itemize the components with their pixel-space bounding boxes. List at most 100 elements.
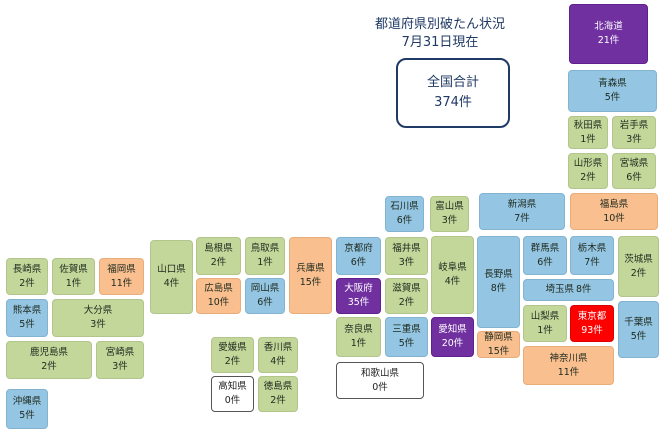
pref-name: 大阪府 [344, 283, 373, 294]
pref-name: 北海道 [594, 21, 623, 32]
pref-name: 宮城県 [619, 158, 649, 169]
pref-tokyo: 東京都 93件 [570, 305, 614, 342]
pref-count: 6件 [537, 256, 553, 268]
pref-name: 埼玉県 [545, 284, 574, 295]
pref-name: 大分県 [83, 305, 113, 316]
pref-name: 長野県 [484, 269, 513, 280]
pref-name: 愛知県 [438, 324, 467, 335]
pref-name: 岩手県 [619, 119, 649, 131]
pref-count: 7件 [584, 256, 600, 268]
pref-count: 11件 [557, 366, 580, 378]
pref-count: 4件 [270, 356, 286, 367]
pref-nagano: 長野県 8件 [477, 236, 520, 328]
pref-name: 奈良県 [344, 324, 373, 335]
pref-count: 1件 [350, 338, 367, 349]
pref-count: 1件 [580, 133, 596, 145]
national-total-box: 全国合計 374件 [396, 58, 510, 128]
pref-count: 3件 [112, 361, 128, 372]
pref-name: 高知県 [218, 381, 247, 392]
pref-name: 愛媛県 [218, 342, 247, 353]
pref-count: 3件 [398, 257, 415, 268]
pref-count: 3件 [626, 133, 642, 145]
pref-count: 0件 [224, 395, 241, 406]
pref-count: 5件 [604, 92, 621, 103]
pref-name: 熊本県 [12, 305, 42, 316]
pref-name: 沖縄県 [12, 396, 42, 407]
pref-name: 岡山県 [250, 283, 280, 294]
pref-count: 2件 [224, 356, 241, 367]
pref-count: 2件 [580, 172, 596, 183]
pref-hiroshima: 広島県 10件 [196, 278, 241, 314]
pref-name: 鹿児島県 [29, 347, 68, 358]
pref-name: 青森県 [598, 78, 627, 89]
pref-toyama: 富山県 3件 [430, 196, 469, 232]
pref-iwate: 岩手県 3件 [612, 116, 656, 149]
pref-fukui: 福井県 3件 [385, 237, 428, 275]
pref-count: 1件 [537, 324, 553, 336]
pref-count: 5件 [398, 338, 415, 349]
pref-name: 石川県 [390, 201, 419, 212]
pref-name: 佐賀県 [59, 263, 88, 275]
pref-count: 3件 [441, 215, 458, 226]
pref-count: 20件 [441, 338, 464, 349]
pref-count: 93件 [581, 324, 603, 336]
pref-name: 滋賀県 [392, 283, 421, 294]
pref-name: 長崎県 [12, 263, 42, 275]
pref-name: 岐阜県 [438, 262, 467, 273]
pref-aomori: 青森県 5件 [568, 70, 657, 112]
pref-count: 6件 [350, 257, 367, 268]
pref-name: 富山県 [435, 201, 464, 212]
pref-tokushima: 徳島県 2件 [258, 376, 298, 412]
title-line-1: 都道府県別破たん状況 [374, 17, 505, 32]
pref-ehime: 愛媛県 2件 [211, 337, 254, 373]
total-value: 374件 [434, 95, 472, 110]
pref-name: 茨城県 [624, 253, 653, 265]
pref-kochi: 高知県 0件 [211, 376, 254, 412]
pref-name: 徳島県 [263, 381, 293, 392]
pref-name: 福井県 [392, 243, 421, 254]
pref-name: 島根県 [204, 243, 233, 254]
pref-name: 広島県 [204, 283, 233, 294]
pref-name: 鳥取県 [250, 243, 280, 254]
pref-name: 宮崎県 [105, 347, 135, 358]
pref-name: 山形県 [573, 158, 603, 169]
pref-count: 2件 [630, 267, 647, 279]
pref-name: 東京都 [577, 310, 607, 322]
pref-name: 栃木県 [577, 242, 607, 254]
pref-ibaraki: 茨城県 2件 [618, 236, 659, 297]
pref-name: 山口県 [157, 264, 186, 275]
pref-gunma: 群馬県 6件 [523, 236, 567, 275]
pref-miyazaki: 宮崎県 3件 [96, 341, 144, 379]
pref-name: 和歌山県 [360, 367, 399, 379]
title-line-2: 7月31日現在 [401, 35, 479, 50]
pref-name: 群馬県 [530, 242, 560, 254]
pref-count: 10件 [207, 297, 230, 308]
pref-count: 10件 [603, 212, 625, 224]
map-title: 都道府県別破たん状況 7月31日現在 [340, 16, 540, 52]
pref-count: 2件 [270, 395, 286, 406]
pref-name: 静岡県 [484, 331, 513, 343]
pref-count: 8件 [490, 283, 507, 294]
pref-name: 京都府 [344, 243, 373, 254]
pref-count: 35件 [347, 297, 370, 308]
pref-count: 15件 [299, 276, 322, 288]
